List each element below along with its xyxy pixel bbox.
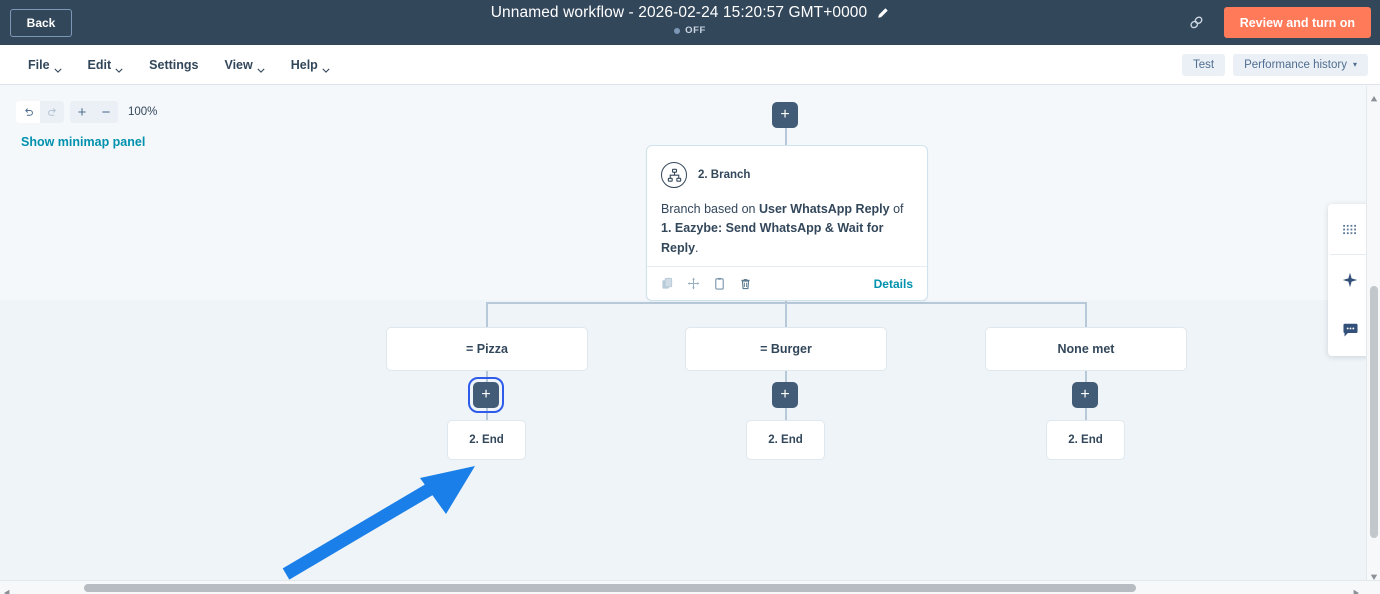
desc-prefix: Branch based on	[661, 202, 759, 216]
right-tool-panel	[1328, 204, 1372, 356]
connector-branch-1	[486, 302, 488, 327]
scroll-right-arrow-icon[interactable]	[1352, 584, 1360, 594]
back-button-label: Back	[26, 15, 56, 30]
none-met-branch-add-step-button[interactable]: +	[1072, 382, 1098, 408]
branch-condition-box-2[interactable]: = Burger	[685, 327, 887, 371]
vertical-scrollbar[interactable]	[1366, 86, 1380, 580]
menu-item-edit-label: Edit	[87, 57, 112, 72]
menu-item-help-label: Help	[290, 57, 318, 72]
status-dot-icon	[674, 27, 681, 34]
desc-mid: of	[889, 202, 904, 216]
performance-history-label: Performance history	[1244, 59, 1347, 71]
menu-item-file-label: File	[28, 57, 50, 72]
chevron-down-icon	[257, 62, 265, 73]
branch-condition-box-1[interactable]: = Pizza	[386, 327, 588, 371]
menu-item-settings[interactable]: Settings	[136, 45, 211, 85]
add-step-button-top[interactable]: +	[772, 102, 798, 128]
show-minimap-panel-link[interactable]: Show minimap panel	[21, 135, 146, 149]
page-title: Unnamed workflow - 2026-02-24 15:20:57 G…	[490, 4, 868, 21]
branch-card-title: 2. Branch	[698, 169, 751, 181]
sparkle-ai-icon[interactable]	[1328, 255, 1372, 305]
pizza-branch-add-step-button[interactable]: +	[468, 377, 504, 413]
zoom-level: 100%	[128, 106, 158, 118]
top-bar-actions: Review and turn on	[1182, 0, 1380, 45]
grid-dots-icon[interactable]	[1328, 204, 1372, 254]
chevron-down-icon: ▾	[1352, 60, 1357, 69]
chevron-down-icon	[115, 62, 123, 73]
branch-card-description: Branch based on User WhatsApp Reply of 1…	[647, 188, 927, 258]
menu-item-edit[interactable]: Edit	[75, 45, 137, 85]
menu-item-settings-label: Settings	[149, 57, 199, 72]
scroll-down-arrow-icon[interactable]	[1370, 568, 1378, 580]
end-node-label-2: 2. End	[768, 434, 803, 446]
clipboard-icon[interactable]	[713, 277, 726, 290]
connector-branch-3	[1085, 302, 1087, 327]
desc-bold-2: 1. Eazybe: Send WhatsApp & Wait for Repl…	[661, 221, 884, 255]
menu-item-file[interactable]: File	[15, 45, 75, 85]
details-link[interactable]: Details	[873, 276, 913, 291]
undo-icon[interactable]	[16, 101, 40, 123]
review-and-turn-on-button[interactable]: Review and turn on	[1223, 7, 1371, 38]
menu-item-view[interactable]: View	[211, 45, 277, 85]
menu-item-help[interactable]: Help	[278, 45, 343, 85]
vertical-scrollbar-thumb[interactable]	[1370, 286, 1378, 538]
redo-icon	[40, 101, 64, 123]
copy-icon[interactable]	[661, 277, 674, 290]
end-node-label-1: 2. End	[469, 434, 504, 446]
move-icon[interactable]	[687, 277, 700, 290]
branch-action-card[interactable]: 2. Branch Branch based on User WhatsApp …	[646, 145, 928, 301]
trash-icon[interactable]	[739, 277, 752, 290]
branch-condition-label-3: None met	[1057, 342, 1115, 356]
end-node-3[interactable]: 2. End	[1046, 420, 1125, 460]
performance-history-button[interactable]: Performance history ▾	[1233, 54, 1368, 76]
scroll-up-arrow-icon[interactable]	[1370, 90, 1378, 102]
zoom-in-button[interactable]: +	[70, 101, 94, 123]
chevron-down-icon	[322, 62, 330, 73]
panel-divider	[1330, 254, 1370, 255]
desc-suffix: .	[695, 240, 699, 255]
branch-condition-label-2: = Burger	[760, 342, 812, 356]
workflow-title-block: Unnamed workflow - 2026-02-24 15:20:57 G…	[0, 4, 1380, 36]
status-badge: OFF	[685, 25, 706, 36]
end-node-1[interactable]: 2. End	[447, 420, 526, 460]
top-bar: Back Unnamed workflow - 2026-02-24 15:20…	[0, 0, 1380, 45]
scroll-left-arrow-icon[interactable]	[3, 584, 11, 594]
workflow-canvas[interactable]: + − 100% Show minimap panel +	[0, 86, 1380, 594]
menu-bar-actions: Test Performance history ▾	[1181, 45, 1368, 85]
burger-branch-add-step-button[interactable]: +	[772, 382, 798, 408]
test-button-label: Test	[1192, 59, 1215, 71]
end-node-label-3: 2. End	[1068, 434, 1103, 446]
desc-bold-1: User WhatsApp Reply	[759, 202, 890, 216]
menu-bar: File Edit Settings View Help	[0, 45, 1380, 85]
canvas-zoom-toolbar: + − 100%	[16, 101, 157, 123]
branch-card-footer: Details	[647, 266, 927, 300]
branch-condition-box-3[interactable]: None met	[985, 327, 1187, 371]
horizontal-scrollbar[interactable]	[0, 580, 1380, 594]
horizontal-scrollbar-thumb[interactable]	[84, 584, 1136, 592]
test-button[interactable]: Test	[1181, 54, 1226, 76]
branch-hierarchy-icon	[661, 162, 687, 188]
back-button[interactable]: Back	[10, 8, 72, 37]
menu-item-view-label: View	[224, 57, 253, 72]
chat-bubble-icon[interactable]	[1328, 305, 1372, 355]
link-icon[interactable]	[1182, 8, 1212, 38]
branch-condition-label-1: = Pizza	[465, 342, 509, 356]
connector-top	[785, 128, 787, 147]
branch-card-header: 2. Branch	[647, 146, 927, 188]
chevron-down-icon	[53, 62, 62, 73]
zoom-out-button[interactable]: −	[94, 101, 118, 123]
end-node-2[interactable]: 2. End	[746, 420, 825, 460]
connector-branch-2	[785, 302, 787, 327]
pencil-icon[interactable]	[876, 7, 889, 20]
branch-card-footer-icons	[661, 277, 752, 290]
